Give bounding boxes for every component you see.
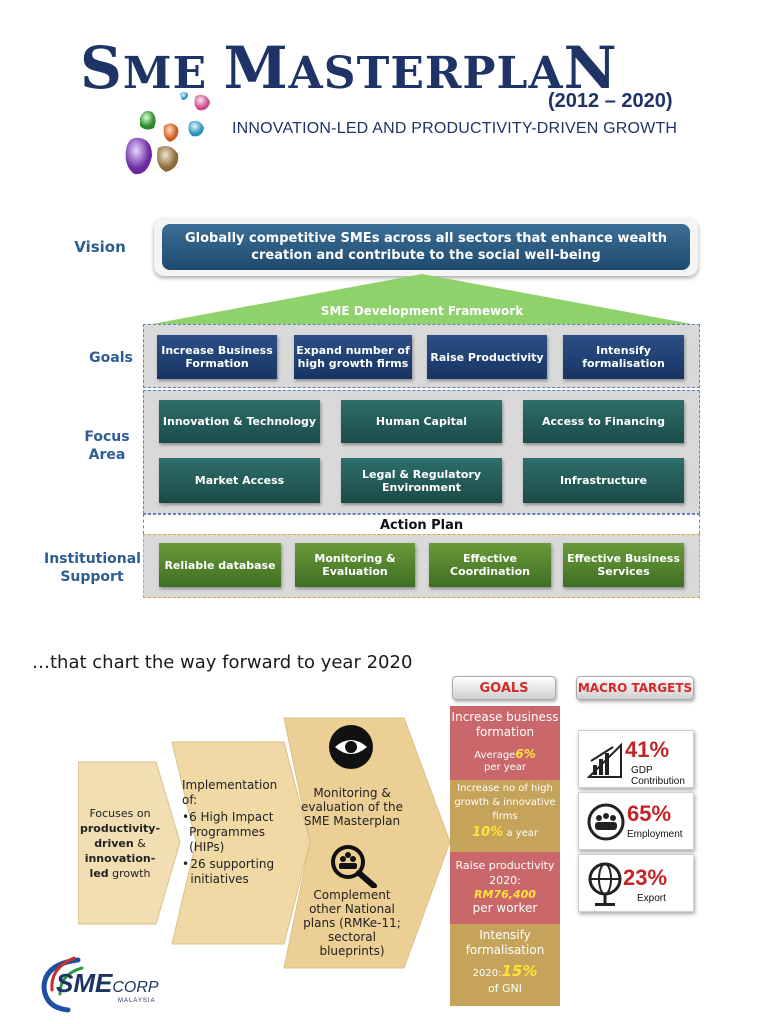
vision-statement: Globally competitive SMEs across all sec… — [162, 224, 690, 270]
macro-employment-value: 65% — [627, 801, 672, 826]
macro-gdp-label: GDP Contribution — [631, 765, 685, 787]
goal2-target: 10% a year — [450, 826, 560, 841]
inst-label-line2: Support — [60, 569, 124, 585]
macro-employment-label: Employment — [627, 829, 683, 840]
flow-step-complement: Complement other National plans (RMKe-11… — [303, 888, 401, 958]
goals-label: Goals — [89, 350, 133, 366]
page-subtitle: INNOVATION-LED AND PRODUCTIVITY-DRIVEN G… — [232, 120, 678, 137]
goal3-value: RM76,400 — [474, 888, 536, 901]
inst-business-services: Effective Business Services — [563, 543, 684, 587]
framework-label: SME Development Framework — [320, 304, 524, 318]
globe-icon — [588, 862, 622, 906]
goal1-target: Average6%per year — [450, 748, 560, 774]
vision-label: Vision — [74, 238, 126, 256]
inst-monitoring-evaluation: Monitoring & Evaluation — [295, 543, 415, 587]
flow-step-focus: Focuses on productivity-driven & innovat… — [80, 806, 160, 881]
goal3-title: Raise productivity 2020: — [455, 859, 555, 887]
magnifier-people-icon — [331, 845, 377, 888]
flow1-e: growth — [108, 867, 151, 880]
goal2-post: a year — [506, 828, 538, 839]
logo-corp: CORP — [112, 979, 159, 996]
implementation-item-2: 26 supporting initiatives — [190, 857, 275, 886]
goals-header-button: GOALS — [452, 676, 556, 700]
goal2-title: Increase no of high growth & innovative … — [454, 783, 556, 822]
flow-diagram — [78, 717, 451, 969]
focus-infrastructure: Infrastructure — [523, 458, 684, 503]
goal-cell-formalisation: Intensify formalisation 2020:15% of GNI — [450, 924, 560, 1006]
goal1-post: per year — [483, 762, 527, 773]
goal-high-growth-firms: Expand number of high growth firms — [294, 335, 412, 379]
inst-label-line1: Institutional — [44, 551, 141, 567]
goal1-title: Increase business formation — [451, 710, 559, 739]
framework-roof — [152, 274, 692, 324]
bullet-icon: • — [182, 810, 190, 824]
macro-export-label: Export — [637, 893, 666, 904]
action-plan-label: Action Plan — [380, 518, 464, 533]
goal-productivity: Raise Productivity — [427, 335, 547, 379]
goal1-pre: Average — [474, 750, 516, 761]
action-plan-panel — [143, 514, 700, 534]
goal2-value: 10% — [472, 825, 504, 840]
people-icon — [587, 803, 625, 841]
focus-legal-regulatory: Legal & Regulatory Environment — [341, 458, 502, 503]
eye-icon — [329, 725, 373, 769]
chart-icon — [587, 742, 622, 778]
title-m: M — [223, 34, 289, 102]
focus-access-financing: Access to Financing — [523, 400, 684, 443]
goal1-value: 6% — [515, 747, 536, 761]
smecorp-logo: SMECORP — [56, 968, 159, 999]
implementation-item: •26 supporting initiatives — [182, 857, 292, 887]
macro-employment: 65% Employment — [578, 792, 694, 850]
plan-years: (2012 – 2020) — [548, 90, 673, 112]
flow1-a: Focuses on — [89, 807, 151, 820]
flow1-d: innovation-led — [84, 852, 156, 880]
goal-cell-high-growth: Increase no of high growth & innovative … — [450, 780, 560, 852]
bullet-icon: • — [182, 857, 190, 871]
goal4-post: of GNI — [487, 982, 523, 995]
flow1-b: productivity-driven — [80, 822, 161, 850]
inst-reliable-database: Reliable database — [159, 543, 281, 587]
inst-effective-coordination: Effective Coordination — [429, 543, 551, 587]
goal4-title: Intensify formalisation — [465, 928, 545, 957]
goal-business-formation: Increase Business Formation — [157, 335, 277, 379]
implementation-item: •6 High Impact Programmes (HIPs) — [182, 810, 292, 855]
flow-step-implementation: Implementation of: •6 High Impact Progra… — [182, 778, 292, 887]
macro-gdp: 41% GDP Contribution — [578, 730, 694, 788]
title-s: S — [80, 34, 123, 102]
focus-label-line1: Focus — [84, 429, 130, 445]
flow1-c: & — [133, 837, 146, 850]
focus-market-access: Market Access — [159, 458, 320, 503]
implementation-item-1: 6 High Impact Programmes (HIPs) — [189, 810, 274, 854]
logo-malaysia: MALAYSIA — [118, 998, 156, 1004]
macro-export: 23% Export — [578, 854, 694, 912]
goal-formalisation: Intensify formalisation — [563, 335, 684, 379]
macro-targets-header-button: MACRO TARGETS — [576, 676, 694, 700]
macro-gdp-value: 41% — [625, 737, 670, 762]
gems-icon — [125, 92, 210, 175]
focus-innovation-technology: Innovation & Technology — [159, 400, 320, 443]
forward-heading: …that chart the way forward to year 2020 — [32, 652, 413, 673]
title-asterpla: ASTERPLA — [288, 48, 564, 99]
logo-sme: SME — [56, 968, 113, 998]
focus-label-line2: Area — [88, 447, 126, 463]
focus-human-capital: Human Capital — [341, 400, 502, 443]
macro-export-value: 23% — [623, 865, 668, 890]
flow-step-monitoring: Monitoring & evaluation of the SME Maste… — [300, 786, 403, 828]
goal-cell-productivity: Raise productivity 2020: RM76,400 per wo… — [450, 852, 560, 924]
title-n: N — [563, 34, 618, 102]
goal3-post: per worker — [472, 901, 538, 915]
goal4-pre: 2020: — [472, 968, 502, 979]
implementation-title: Implementation of: — [182, 778, 278, 807]
goal4-target: 2020:15% — [450, 964, 560, 981]
goal-cell-business-formation: Increase business formation Average6%per… — [450, 706, 560, 780]
smecorp-swoosh-icon — [41, 956, 84, 1013]
title-me: ME — [122, 48, 224, 99]
page-title: SME MASTERPLAN — [80, 38, 618, 104]
goal4-value: 15% — [501, 962, 538, 980]
